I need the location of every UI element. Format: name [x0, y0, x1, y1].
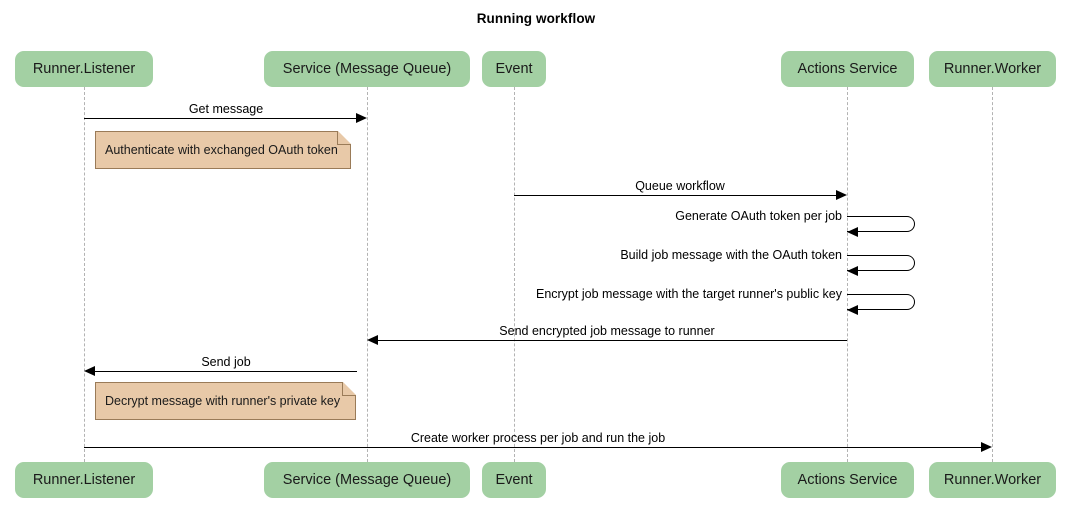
arrowhead-queue-workflow: [836, 190, 847, 200]
arrowhead-build-job-message: [847, 265, 858, 276]
participant-runner-listener-bottom[interactable]: Runner.Listener: [15, 462, 153, 498]
participant-runner-listener-top[interactable]: Runner.Listener: [15, 51, 153, 87]
message-label-get-message: Get message: [188, 102, 264, 116]
message-line-get-message: [84, 118, 356, 119]
participant-event-top[interactable]: Event: [482, 51, 546, 87]
message-line-queue-workflow: [514, 195, 836, 196]
message-label-send-encrypted-job-message: Send encrypted job message to runner: [499, 324, 715, 338]
self-loop-encrypt-job-message: [847, 294, 915, 310]
lifeline-service-mq: [367, 87, 368, 462]
participant-event-bottom[interactable]: Event: [482, 462, 546, 498]
participant-runner-worker-top[interactable]: Runner.Worker: [929, 51, 1056, 87]
arrowhead-create-worker-process: [981, 442, 992, 452]
lifeline-runner-listener: [84, 87, 85, 462]
message-label-generate-oauth-token: Generate OAuth token per job: [675, 209, 842, 223]
arrowhead-send-job: [84, 366, 95, 376]
arrowhead-send-encrypted-job-message: [367, 335, 378, 345]
lifeline-event: [514, 87, 515, 462]
lifeline-runner-worker: [992, 87, 993, 462]
participant-actions-service-bottom[interactable]: Actions Service: [781, 462, 914, 498]
message-label-create-worker-process: Create worker process per job and run th…: [410, 431, 666, 445]
arrowhead-encrypt-job-message: [847, 304, 858, 315]
message-line-send-job: [95, 371, 357, 372]
note-authenticate-text: Authenticate with exchanged OAuth token: [105, 143, 338, 157]
self-loop-generate-oauth-token: [847, 216, 915, 232]
participant-service-mq-bottom[interactable]: Service (Message Queue): [264, 462, 470, 498]
page-title: Running workflow: [476, 11, 596, 26]
message-label-queue-workflow: Queue workflow: [635, 179, 725, 193]
participant-service-mq-top[interactable]: Service (Message Queue): [264, 51, 470, 87]
note-authenticate: Authenticate with exchanged OAuth token: [95, 131, 351, 169]
message-label-send-job: Send job: [201, 355, 251, 369]
self-loop-build-job-message: [847, 255, 915, 271]
arrowhead-get-message: [356, 113, 367, 123]
note-fold-triangle-icon-2: [343, 382, 356, 395]
message-line-create-worker-process: [84, 447, 981, 448]
note-decrypt: Decrypt message with runner's private ke…: [95, 382, 356, 420]
participant-runner-worker-bottom[interactable]: Runner.Worker: [929, 462, 1056, 498]
arrowhead-generate-oauth-token: [847, 226, 858, 237]
message-label-encrypt-job-message: Encrypt job message with the target runn…: [535, 287, 842, 301]
message-line-send-encrypted-job-message: [378, 340, 847, 341]
note-fold-triangle-icon: [338, 131, 351, 144]
message-label-build-job-message: Build job message with the OAuth token: [620, 248, 842, 262]
note-decrypt-text: Decrypt message with runner's private ke…: [105, 394, 341, 408]
participant-actions-service-top[interactable]: Actions Service: [781, 51, 914, 87]
